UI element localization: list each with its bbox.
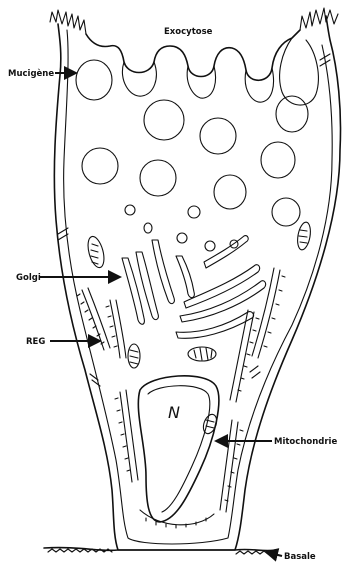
label-golgi: Golgi — [16, 273, 41, 283]
exocytosis-vesicle-3 — [245, 68, 273, 102]
microvilli-right — [300, 8, 338, 30]
mitochondria — [85, 221, 312, 435]
basal-lamina — [44, 548, 276, 551]
nucleus-label: N — [168, 403, 180, 422]
exocytosis-vesicle-4 — [280, 38, 319, 105]
label-mucigene: Mucigène — [8, 68, 54, 79]
apical-surface — [86, 30, 300, 80]
cell-inner-contour — [64, 30, 333, 544]
cell-membrane — [54, 16, 340, 550]
exocytosis-vesicle-2 — [187, 66, 215, 98]
nucleus — [138, 376, 219, 522]
label-mitochondrie: Mitochondrie — [274, 437, 337, 447]
microvilli-left — [50, 10, 86, 34]
golgi-apparatus — [122, 236, 266, 339]
label-exocytose: Exocytose — [164, 27, 213, 37]
label-reg: REG — [26, 337, 45, 347]
label-basale: Basale — [284, 552, 316, 562]
